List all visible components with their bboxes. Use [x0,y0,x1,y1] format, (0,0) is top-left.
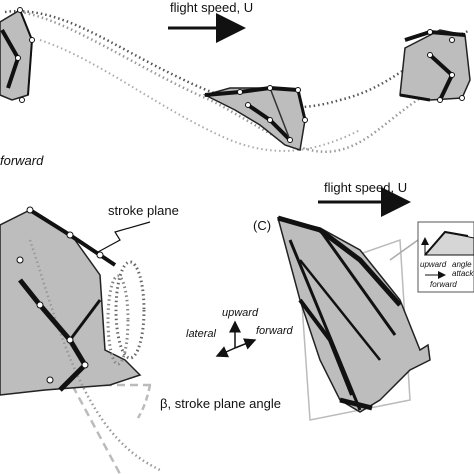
stroke-plane-panel-c [299,238,411,421]
forward-label-a: forward [0,153,44,168]
wingtip-path-light [19,10,466,153]
wing-wrist-c [339,397,373,411]
axes-c: upward lateral forward [186,307,294,358]
wing-shape-c [276,216,431,413]
axis-lateral-label: lateral [186,328,217,340]
angle-of-attack-inset: upward angle o attack forward [389,221,474,293]
inset-forward-label: forward [430,280,457,289]
wingtip-path-b [28,239,161,472]
wing-finger-c-1 [318,229,397,336]
axis-upward-label: upward [222,307,259,319]
panel-b: stroke plane β, stroke plane angle [0,203,281,474]
wing-finger-c-3 [288,239,362,411]
panel-c: (C) flight speed, U upward lateral forwa… [186,180,474,421]
flight-speed-label-c: flight speed, U [324,180,407,195]
stroke-plane-label: stroke plane [108,203,179,218]
wingtip-loop-1 [114,260,146,360]
panel-c-tag: (C) [253,218,271,233]
stroke-plane-angle-label: β, stroke plane angle [160,396,281,411]
wing-leading-edge-c [277,215,402,307]
wing-shape-1 [0,7,35,103]
wing-leading-edge-b [28,208,117,267]
inset-upward-label: upward [420,260,447,269]
inset-attack-label: attack [452,269,474,278]
wingtip-loop-2 [106,274,130,366]
inset-angle-label: angle o [452,260,474,269]
wing-shape-2 [202,85,308,151]
axis-forward-label: forward [256,325,294,337]
wing-finger-b [68,299,102,341]
wingtip-path-light-2 [39,39,361,152]
panel-a: flight speed, U forward [0,0,471,168]
wing-finger-c-2 [299,259,381,361]
flight-speed-label-a: flight speed, U [170,0,253,15]
stroke-plane-angle-arc [136,384,152,419]
wing-shape-3 [399,29,471,103]
stroke-plane-pointer [97,221,151,253]
